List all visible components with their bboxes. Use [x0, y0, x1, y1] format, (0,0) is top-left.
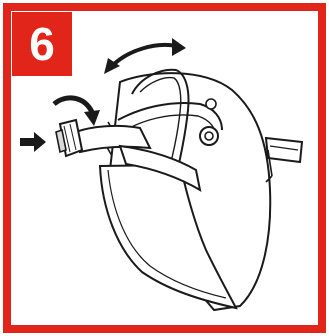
side-bracket [266, 138, 302, 182]
step-number-badge: 6 [12, 12, 72, 76]
push-arrow-icon [20, 132, 46, 152]
step-number: 6 [29, 21, 55, 67]
rotate-double-arrow-icon [104, 38, 186, 74]
ratchet-knob [56, 120, 82, 156]
